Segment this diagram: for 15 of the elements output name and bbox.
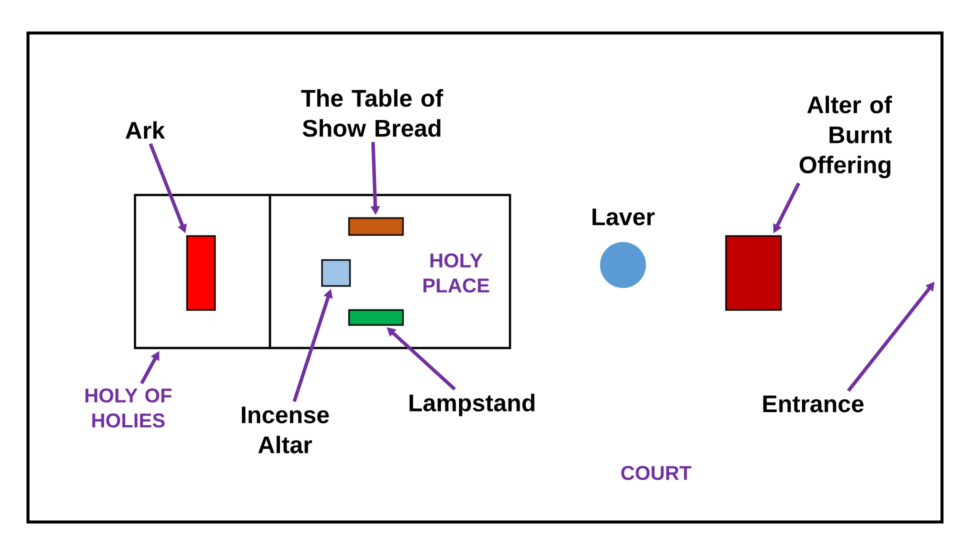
laver-circle — [600, 242, 646, 288]
part-label: Lampstand — [410, 394, 534, 416]
area-label: HOLY OF HOLIES — [85, 388, 172, 428]
table-rectangle — [348, 217, 404, 236]
lampstand-rectangle — [348, 309, 404, 326]
part-label: Entrance — [763, 396, 864, 412]
part-label: Alter of Burnt Offering — [800, 96, 892, 178]
altar-square — [321, 259, 351, 287]
part-label: Laver — [592, 208, 655, 226]
ark-rectangle — [186, 235, 216, 311]
altar-rectangle — [725, 235, 782, 311]
part-label: The Table of Show Bread — [301, 89, 444, 137]
holy-place-box: HOLY PLACE — [268, 194, 512, 350]
part-label: Incense Altar — [242, 406, 329, 454]
part-label: Ark — [126, 121, 166, 139]
